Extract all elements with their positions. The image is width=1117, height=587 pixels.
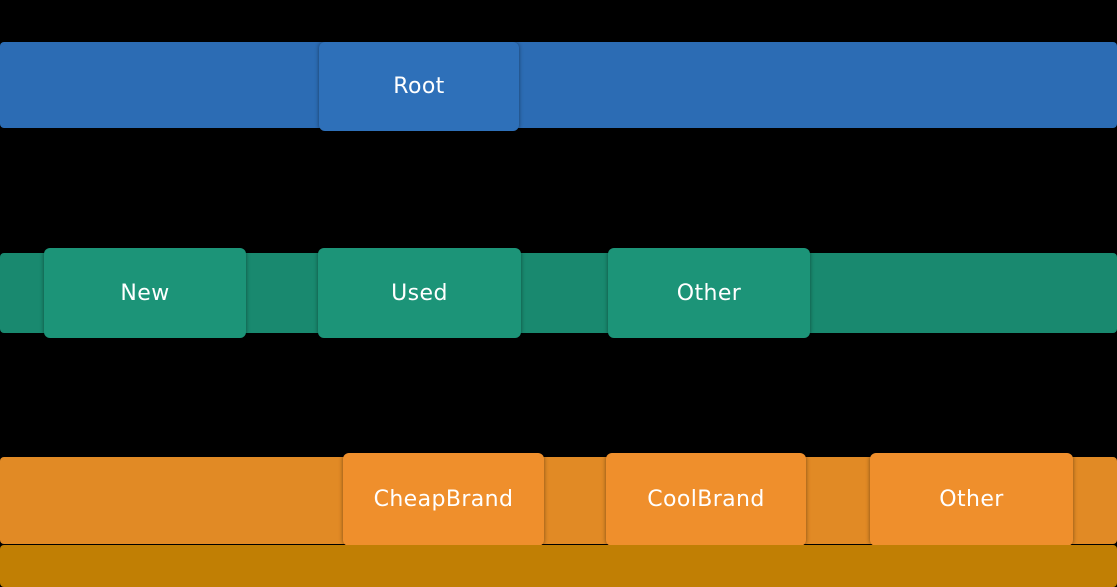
tile-label: CheapBrand bbox=[373, 487, 514, 512]
level-1-tile-root[interactable]: Root bbox=[319, 42, 519, 131]
level-4-band bbox=[0, 545, 1117, 587]
level-3-tile-coolbrand[interactable]: CoolBrand bbox=[606, 453, 806, 546]
tile-label: Other bbox=[939, 487, 1004, 512]
tile-label: Used bbox=[391, 280, 448, 306]
level-2-tile-other[interactable]: Other bbox=[608, 248, 810, 338]
tile-label: New bbox=[120, 280, 170, 306]
tile-label: Other bbox=[676, 280, 742, 306]
tile-label: Root bbox=[393, 74, 445, 99]
tile-label: CoolBrand bbox=[647, 487, 765, 512]
level-1-band bbox=[0, 42, 1117, 128]
level-3-tile-other[interactable]: Other bbox=[870, 453, 1073, 546]
level-3-tile-cheapbrand[interactable]: CheapBrand bbox=[343, 453, 544, 546]
level-2-tile-new[interactable]: New bbox=[44, 248, 246, 338]
level-2-tile-used[interactable]: Used bbox=[318, 248, 521, 338]
